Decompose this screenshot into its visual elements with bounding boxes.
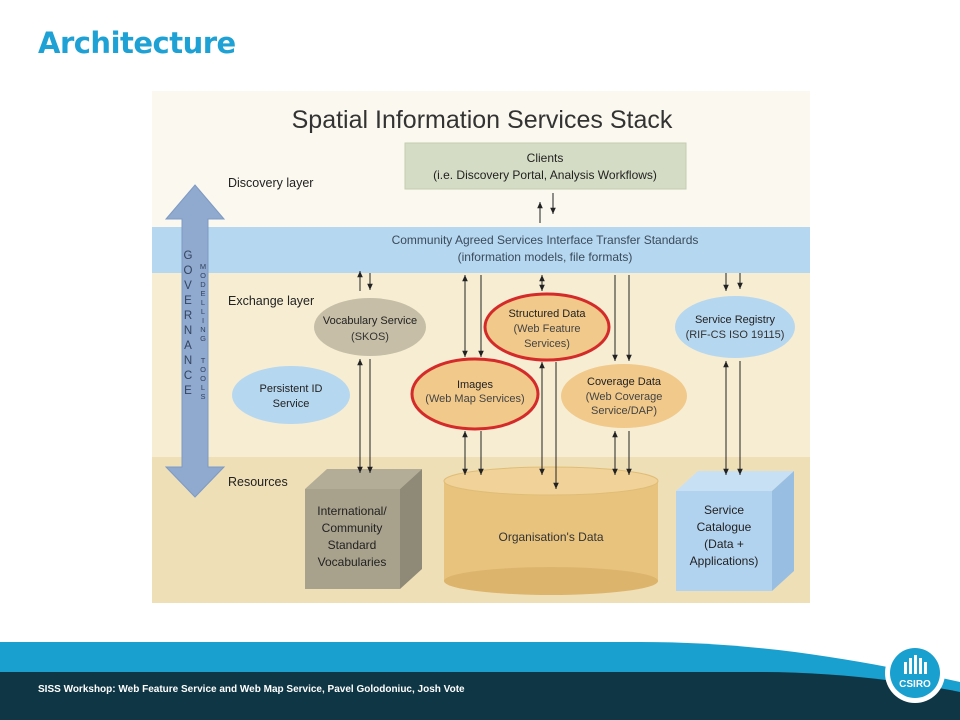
clients-title: Clients [527,151,564,165]
svg-text:Vocabularies: Vocabularies [318,555,387,569]
csiro-logo: CSIRO [885,643,945,703]
svg-text:Organisation's Data: Organisation's Data [498,530,603,544]
footer-text: SISS Workshop: Web Feature Service and W… [38,684,465,695]
vocabulary-service-node [314,298,426,356]
footer-band [0,642,960,720]
governance-arrow [164,184,226,498]
svg-text:T: T [201,356,206,365]
svg-text:I: I [202,316,204,325]
svg-text:O: O [184,265,193,277]
svg-text:Service Registry: Service Registry [695,314,776,326]
clients-subtitle: (i.e. Discovery Portal, Analysis Workflo… [433,168,657,182]
svg-text:(Web Feature: (Web Feature [513,323,580,335]
siss-stack-diagram: Spatial Information Services Stack Disco… [152,91,810,603]
svg-text:Vocabulary Service: Vocabulary Service [323,315,417,327]
slide-title: Architecture [38,26,236,60]
svg-text:(RIF-CS ISO 19115): (RIF-CS ISO 19115) [686,329,785,341]
svg-text:Images: Images [457,379,494,391]
svg-text:A: A [184,340,192,352]
diagram-title: Spatial Information Services Stack [292,106,673,134]
svg-text:Catalogue: Catalogue [697,520,752,534]
svg-text:Service/DAP): Service/DAP) [591,405,657,417]
svg-text:E: E [200,289,205,298]
vocabularies-resource: International/ Community Standard Vocabu… [305,469,422,589]
svg-text:(Web Map Services): (Web Map Services) [425,393,524,405]
governance-letters: G O V E R N A N C E [184,250,193,397]
svg-text:Services): Services) [524,338,570,350]
modelling-tools-letters: M O D E L L I N G T O O L S [200,262,206,401]
svg-text:International/: International/ [317,504,387,518]
coverage-data-node [561,364,687,428]
svg-text:M: M [200,262,206,271]
svg-text:O: O [200,271,206,280]
svg-text:O: O [200,374,206,383]
svg-text:CSIRO: CSIRO [899,679,931,690]
discovery-layer-label: Discovery layer [228,176,313,190]
resources-layer-label: Resources [228,475,288,489]
svg-text:Community: Community [322,521,383,535]
service-registry-node [675,296,795,358]
svg-text:Standard: Standard [328,538,377,552]
service-catalogue-resource: Service Catalogue (Data + Applications) [676,471,794,591]
standards-subtitle: (information models, file formats) [458,250,633,264]
svg-text:D: D [200,280,206,289]
clients-box [404,142,687,190]
svg-text:L: L [201,307,205,316]
svg-text:Service: Service [273,398,310,410]
svg-text:V: V [184,280,192,292]
svg-text:S: S [200,392,205,401]
svg-text:Persistent ID: Persistent ID [260,383,323,395]
svg-text:(Data +: (Data + [704,537,744,551]
svg-text:E: E [184,385,192,397]
svg-text:L: L [201,298,205,307]
svg-text:(SKOS): (SKOS) [351,331,389,343]
svg-text:G: G [200,334,206,343]
images-node [410,357,540,431]
standards-band [152,227,810,273]
svg-text:O: O [200,365,206,374]
svg-text:Service: Service [704,503,744,517]
structured-data-node [483,292,611,362]
persistent-id-node [232,366,350,424]
connector-arrows [357,193,743,489]
svg-text:G: G [184,250,193,262]
svg-text:Structured Data: Structured Data [508,308,586,320]
svg-text:C: C [184,370,192,382]
svg-text:N: N [184,325,192,337]
exchange-layer-label: Exchange layer [228,294,314,308]
svg-text:R: R [184,310,192,322]
svg-text:(Web Coverage: (Web Coverage [586,391,663,403]
svg-text:N: N [200,325,205,334]
svg-text:Coverage Data: Coverage Data [587,376,662,388]
standards-title: Community Agreed Services Interface Tran… [392,233,699,247]
svg-text:Applications): Applications) [690,554,759,568]
organisation-data-resource: Organisation's Data [443,466,659,595]
svg-text:N: N [184,355,192,367]
svg-text:L: L [201,383,205,392]
svg-text:E: E [184,295,192,307]
